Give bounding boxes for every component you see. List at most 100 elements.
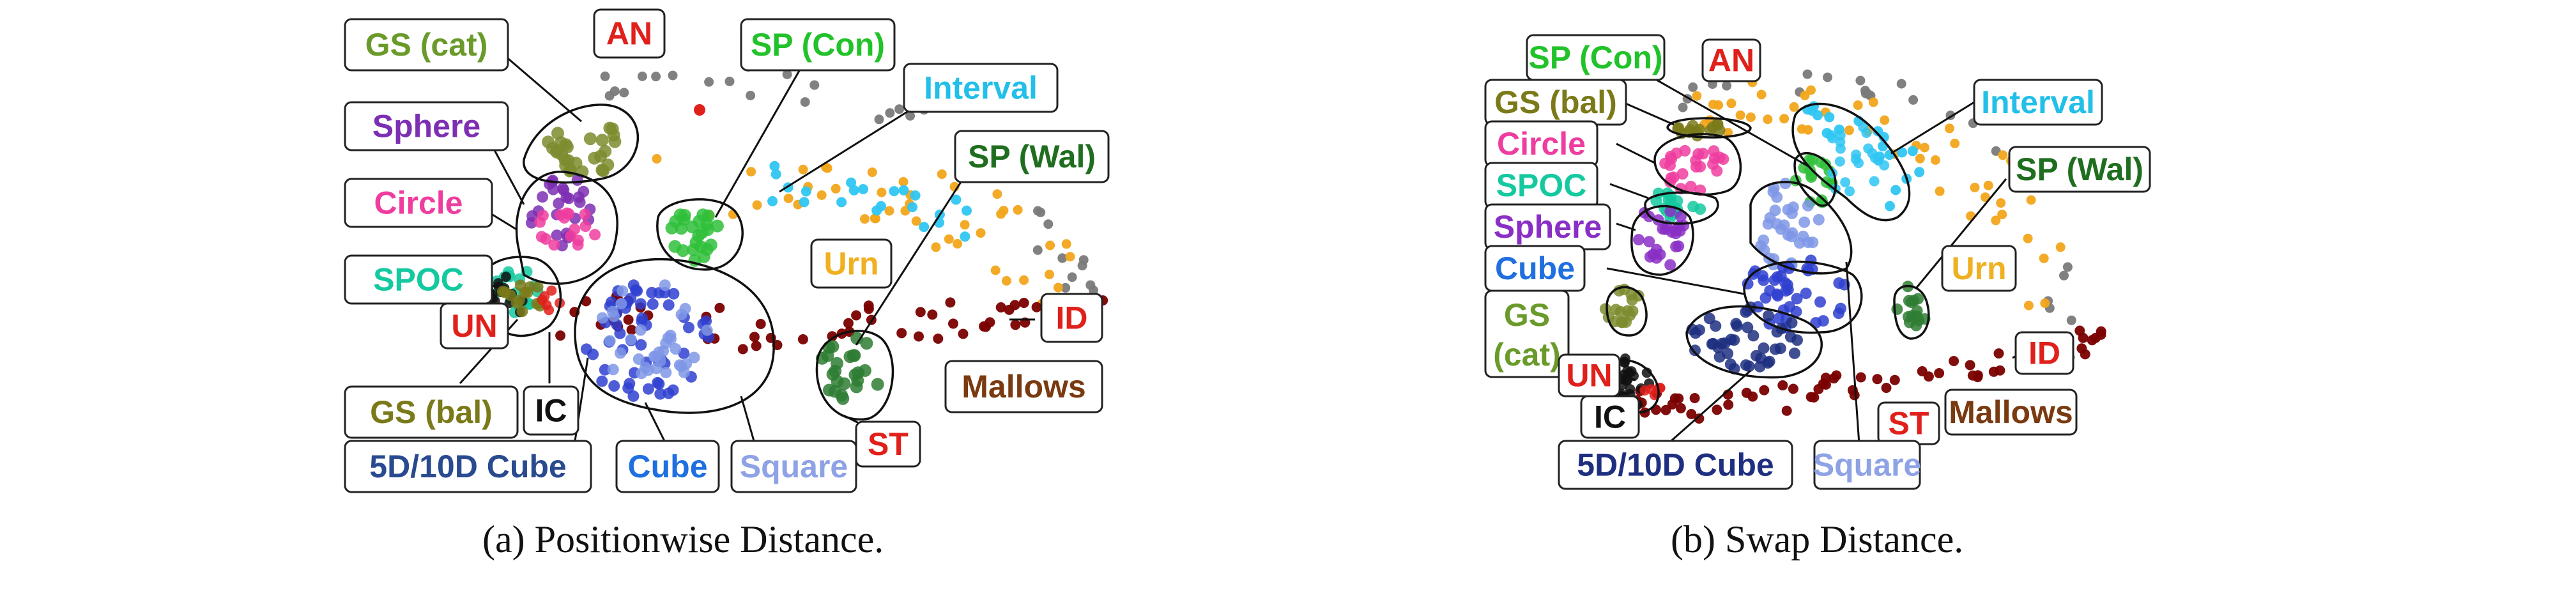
- cube-point: [1764, 285, 1776, 296]
- cube-point: [634, 298, 647, 310]
- square-leader-line: [1845, 261, 1860, 445]
- urn-point: [1853, 100, 1863, 111]
- mallows-point: [1917, 366, 1928, 376]
- interval-point: [1824, 112, 1835, 123]
- cube-point: [663, 299, 675, 311]
- urn-point: [1019, 275, 1029, 285]
- sp-wal-point: [823, 383, 836, 397]
- urn-point: [1745, 112, 1756, 122]
- mallows-point: [1675, 403, 1686, 413]
- gs-cat-point: [601, 158, 615, 171]
- mallows-point: [914, 331, 924, 342]
- mallows-point: [749, 332, 760, 343]
- sp-con-points: [665, 208, 724, 267]
- an-point: [1033, 206, 1043, 216]
- an-point: [905, 111, 916, 121]
- label-id-box: [1040, 293, 1103, 343]
- sp-wal-leader-line: [855, 166, 972, 346]
- circle-point: [579, 220, 592, 233]
- urn-point: [1880, 115, 1890, 125]
- cube5d-point: [1740, 359, 1752, 371]
- cube-point: [1773, 312, 1785, 325]
- mallows-point: [1855, 372, 1866, 383]
- urn-point: [1919, 142, 1929, 153]
- mallows-point: [1972, 372, 1983, 383]
- urn-point: [2023, 233, 2033, 243]
- label-an-box: [1701, 38, 1761, 82]
- circle-point: [1694, 160, 1706, 173]
- interval-point: [889, 186, 900, 197]
- urn-point: [867, 167, 877, 178]
- interval-point: [951, 194, 962, 205]
- urn-point: [953, 239, 963, 249]
- interval-point: [848, 185, 859, 196]
- mallows-point: [1828, 373, 1839, 384]
- sp-con-cluster-outline: [656, 198, 744, 271]
- label-sp-con: SP (Con): [1526, 34, 1666, 81]
- an-point: [874, 114, 884, 125]
- label-spoc-text: SPOC: [1496, 167, 1587, 203]
- label-gs-bal: GS (bal): [1484, 79, 1627, 126]
- mallows-point: [1673, 393, 1684, 404]
- square-point: [662, 332, 674, 344]
- sphere-point: [1664, 259, 1676, 271]
- cube-point: [1781, 279, 1793, 291]
- interval2-point: [1844, 186, 1855, 197]
- square-cluster-outline: [1749, 180, 1853, 275]
- gs-cat-cluster-outline: [1606, 286, 1648, 337]
- label-cube5d-box: [1558, 440, 1793, 490]
- square-point: [688, 351, 700, 364]
- urn-point: [1980, 192, 1990, 203]
- urn-point: [1726, 98, 1736, 109]
- mallows-point: [1723, 399, 1734, 410]
- mallows-point: [1821, 379, 1831, 390]
- cube-point: [668, 288, 680, 300]
- label-un-text: UN: [1566, 358, 1612, 394]
- label-ic-box: [1580, 395, 1640, 439]
- mallows-point: [958, 328, 969, 339]
- label-sphere-text: Sphere: [372, 109, 481, 144]
- mallows-point: [2078, 332, 2089, 343]
- square-point: [596, 312, 608, 324]
- sp-con-point: [1816, 194, 1828, 206]
- caption-b: (b) Swap Distance.: [1671, 518, 1964, 560]
- label-gs-cat-1-text: GS: [1504, 297, 1550, 333]
- mallows-point: [623, 314, 634, 325]
- square-point: [650, 362, 663, 374]
- gs-bal-point: [510, 297, 523, 309]
- interval-leader-line: [1890, 101, 1975, 155]
- spoc-point: [1694, 203, 1706, 215]
- label-un: UN: [440, 302, 509, 350]
- an-point: [2062, 262, 2073, 272]
- sphere-point: [1643, 236, 1655, 248]
- mallows-point: [945, 297, 956, 308]
- label-mallows-box: [1944, 389, 2078, 436]
- sp-wal-leader-line: [1915, 178, 2007, 288]
- urn-point: [1868, 97, 1878, 107]
- urn-point: [1061, 239, 1071, 249]
- square-point: [1779, 178, 1791, 190]
- label-gs-bal: GS (bal): [344, 385, 519, 439]
- label-sphere-box: [344, 101, 509, 151]
- label-sp-wal-box: [2008, 146, 2151, 193]
- circle-points: [534, 207, 601, 251]
- label-mallows-text: Mallows: [962, 369, 1085, 404]
- urn-point: [1915, 153, 1925, 164]
- mallows-point: [1747, 391, 1758, 402]
- mallows-point: [851, 310, 862, 321]
- urn-point: [1789, 102, 1799, 112]
- sp-wal-point: [848, 368, 862, 381]
- mallows-point: [555, 330, 566, 341]
- square-point: [604, 335, 616, 347]
- ic-point: [1622, 375, 1632, 386]
- label-square-box: [730, 440, 857, 493]
- mallows-point: [1949, 356, 1959, 366]
- square-point: [625, 334, 637, 346]
- spoc-cluster-outline: [1644, 191, 1719, 225]
- urn-point: [1950, 139, 1960, 148]
- label-cube: Cube: [1484, 245, 1586, 292]
- sphere-point: [537, 191, 549, 203]
- label-an-box: [593, 8, 666, 59]
- urn-point: [652, 154, 662, 164]
